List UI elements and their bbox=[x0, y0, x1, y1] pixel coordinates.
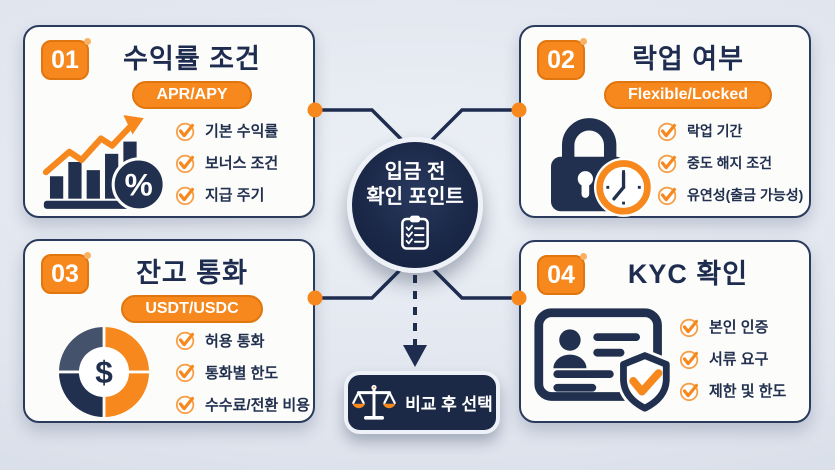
check-icon bbox=[657, 186, 677, 205]
check-icon bbox=[175, 186, 195, 205]
checklist-item: 수수료/전환 비용 bbox=[175, 393, 310, 415]
check-icon bbox=[175, 122, 195, 141]
checklist-item-label: 락업 기간 bbox=[687, 122, 743, 139]
checklist-item: 통화별 한도 bbox=[175, 361, 310, 383]
card-balance-currency: 03 잔고 통화 USDT/USDC $ 허용 통화 bbox=[23, 239, 315, 423]
card-number-badge: 02 bbox=[537, 38, 587, 80]
connector-bottom-right bbox=[428, 264, 519, 300]
checklist-item: 허용 통화 bbox=[175, 329, 310, 351]
card-title: 락업 여부 bbox=[632, 44, 744, 74]
result-pill: 비교 후 선택 bbox=[344, 371, 500, 434]
check-icon bbox=[657, 122, 677, 141]
checklist-item-label: 통화별 한도 bbox=[205, 364, 279, 382]
checklist-item-label: 지급 주기 bbox=[205, 187, 265, 204]
check-icon bbox=[679, 382, 699, 401]
checklist-item: 보너스 조건 bbox=[175, 152, 305, 174]
checklist-item-label: 제한 및 한도 bbox=[709, 383, 787, 400]
checklist-item: 지급 주기 bbox=[175, 184, 305, 206]
percent-symbol: % bbox=[125, 166, 153, 202]
padlock-clock-icon bbox=[529, 109, 657, 217]
check-icon bbox=[679, 350, 699, 369]
checklist-item-label: 서류 요구 bbox=[709, 351, 769, 368]
checklist-item: 제한 및 한도 bbox=[679, 380, 801, 402]
check-icon bbox=[175, 331, 195, 351]
center-node: 입금 전 확인 포인트 bbox=[347, 137, 483, 273]
checklist: 기본 수익률 보너스 조건 지급 주기 bbox=[175, 120, 305, 206]
checklist-item: 기본 수익률 bbox=[175, 120, 305, 142]
center-title-line2: 확인 포인트 bbox=[366, 185, 464, 208]
card-title: 수익률 조건 bbox=[123, 44, 261, 74]
card-title: KYC 확인 bbox=[627, 259, 749, 289]
check-icon bbox=[175, 395, 195, 415]
center-title-line1: 입금 전 bbox=[384, 160, 446, 183]
checklist-item: 락업 기간 bbox=[657, 120, 803, 142]
card-title: 잔고 통화 bbox=[136, 258, 248, 288]
id-card-shield-check-icon bbox=[529, 303, 679, 415]
connector-top-right bbox=[428, 108, 519, 144]
checklist-item-label: 허용 통화 bbox=[205, 332, 265, 350]
checklist-item: 본인 인증 bbox=[679, 316, 801, 338]
card-yield-conditions: 01 수익률 조건 APR/APY % bbox=[23, 25, 315, 218]
card-number-badge: 01 bbox=[41, 38, 91, 80]
checklist-item: 서류 요구 bbox=[679, 348, 801, 370]
result-label: 비교 후 선택 bbox=[405, 395, 493, 414]
check-icon bbox=[175, 363, 195, 383]
checklist-item-label: 중도 해지 조건 bbox=[687, 154, 773, 171]
checklist-item-label: 유연성(출금 가능성) bbox=[687, 186, 804, 203]
check-icon bbox=[679, 318, 699, 337]
donut-chart-dollar-icon: $ bbox=[33, 320, 175, 424]
connector-bottom-left bbox=[315, 264, 406, 300]
card-number-badge: 03 bbox=[41, 252, 91, 294]
checklist-item: 중도 해지 조건 bbox=[657, 152, 803, 174]
checklist: 락업 기간 중도 해지 조건 유연성(출금 가능성) bbox=[657, 120, 803, 206]
balance-scale-icon bbox=[352, 384, 397, 420]
checklist: 본인 인증 서류 요구 제한 및 한도 bbox=[679, 316, 801, 402]
clipboard-checklist-icon bbox=[401, 215, 429, 250]
card-lockup-status: 02 락업 여부 Flexible/Locked bbox=[519, 25, 811, 218]
checklist-item-label: 보너스 조건 bbox=[205, 155, 279, 172]
check-icon bbox=[657, 154, 677, 173]
dollar-symbol: $ bbox=[95, 354, 113, 390]
bar-chart-trend-percent-icon: % bbox=[33, 111, 175, 215]
checklist-item: 유연성(출금 가능성) bbox=[657, 184, 803, 206]
check-icon bbox=[175, 154, 195, 173]
apr-apy-tag: APR/APY bbox=[132, 81, 252, 109]
flexible-locked-tag: Flexible/Locked bbox=[603, 81, 773, 109]
usdt-usdc-tag: USDT/USDC bbox=[121, 295, 263, 323]
checklist-item-label: 수수료/전환 비용 bbox=[205, 396, 310, 414]
arrow-down-icon bbox=[403, 345, 427, 367]
checklist-item-label: 본인 인증 bbox=[709, 319, 769, 336]
checklist: 허용 통화 통화별 한도 수수료/전환 비용 bbox=[175, 329, 310, 415]
card-kyc-verification: 04 KYC 확인 bbox=[519, 240, 811, 423]
checklist-item-label: 기본 수익률 bbox=[205, 123, 279, 140]
card-number-badge: 04 bbox=[537, 253, 587, 295]
connector-top-left bbox=[315, 108, 406, 144]
